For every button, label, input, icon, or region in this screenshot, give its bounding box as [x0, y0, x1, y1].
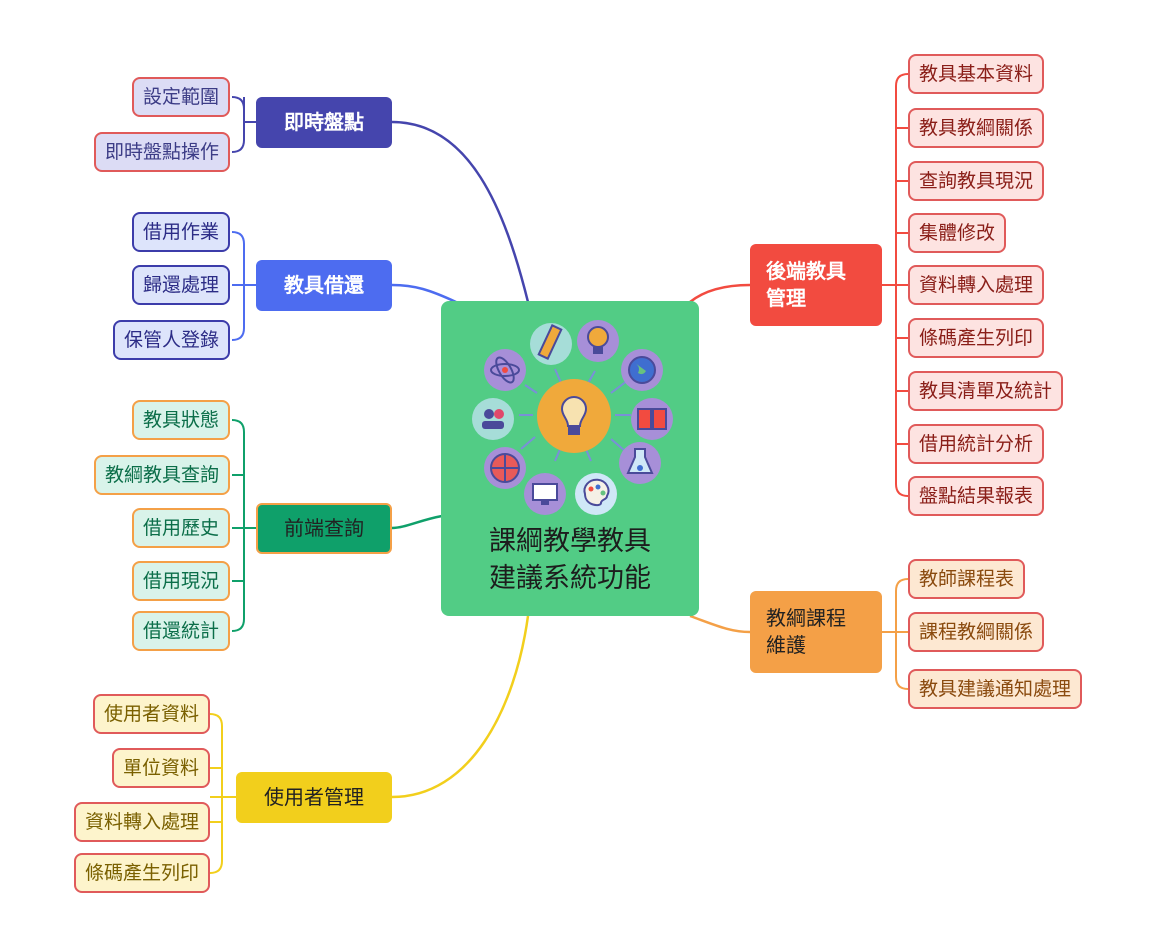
- center-title: 課綱教學教具 建議系統功能: [441, 523, 699, 597]
- branch-curriculum-line2: 維護: [766, 633, 806, 657]
- branch-lending[interactable]: 教具借還: [256, 260, 392, 311]
- flask-icon: [619, 442, 661, 484]
- leaf-backend-9[interactable]: 盤點結果報表: [908, 476, 1045, 516]
- leaf-frontend-5[interactable]: 借還統計: [131, 611, 230, 651]
- palette-icon: [575, 473, 617, 515]
- connector-backend: [689, 283, 751, 303]
- leaf-backend-2[interactable]: 教具教綱關係: [908, 108, 1045, 148]
- leaf-backend-4[interactable]: 集體修改: [908, 213, 1007, 253]
- leaf-backend-3[interactable]: 查詢教具現況: [908, 161, 1045, 201]
- branch-backend[interactable]: 後端教具 管理: [750, 244, 882, 326]
- leaf-backend-7[interactable]: 教具清單及統計: [908, 371, 1064, 411]
- basketball-icon: [484, 447, 526, 489]
- connector-inventory: [391, 120, 530, 303]
- branch-users[interactable]: 使用者管理: [236, 772, 392, 823]
- leaf-frontend-1[interactable]: 教具狀態: [131, 400, 230, 440]
- lightbulb-icon: [577, 320, 619, 362]
- leaf-backend-5[interactable]: 資料轉入處理: [908, 265, 1045, 305]
- leaf-backend-6[interactable]: 條碼產生列印: [908, 318, 1045, 358]
- leaf-curriculum-3[interactable]: 教具建議通知處理: [908, 669, 1083, 709]
- leaf-backend-8[interactable]: 借用統計分析: [908, 424, 1045, 464]
- leaf-users-2[interactable]: 單位資料: [111, 748, 210, 788]
- pencil-icon: [530, 323, 572, 365]
- branch-backend-line2: 管理: [766, 286, 806, 310]
- leaf-curriculum-2[interactable]: 課程教綱關係: [908, 612, 1045, 652]
- center-topic[interactable]: 課綱教學教具 建議系統功能: [441, 301, 699, 616]
- connector-frontend: [391, 514, 443, 530]
- connector-curriculum: [689, 614, 751, 634]
- book-icon: [631, 398, 673, 440]
- leaf-lending-2[interactable]: 歸還處理: [131, 265, 230, 305]
- connector-users: [391, 615, 530, 799]
- branch-curriculum[interactable]: 教綱課程 維護: [750, 591, 882, 673]
- monitor-icon: [524, 473, 566, 515]
- leaf-inventory-1[interactable]: 設定範圍: [131, 77, 230, 117]
- leaf-users-4[interactable]: 條碼產生列印: [73, 853, 210, 893]
- leaf-frontend-2[interactable]: 教綱教具查詢: [93, 455, 230, 495]
- leaf-lending-3[interactable]: 保管人登錄: [112, 320, 230, 360]
- leaf-lending-1[interactable]: 借用作業: [131, 212, 230, 252]
- branch-backend-line1: 後端教具: [766, 259, 846, 283]
- leaf-users-1[interactable]: 使用者資料: [92, 694, 210, 734]
- leaf-frontend-4[interactable]: 借用現況: [131, 561, 230, 601]
- people-icon: [472, 398, 514, 440]
- education-ideas-icon: [472, 320, 673, 515]
- globe-icon: [621, 349, 663, 391]
- leaf-inventory-2[interactable]: 即時盤點操作: [93, 132, 230, 172]
- leaf-frontend-3[interactable]: 借用歷史: [131, 508, 230, 548]
- leaf-users-3[interactable]: 資料轉入處理: [73, 802, 210, 842]
- leaf-curriculum-1[interactable]: 教師課程表: [908, 559, 1026, 599]
- center-title-line1: 課綱教學教具: [489, 526, 651, 557]
- center-title-line2: 建議系統功能: [489, 563, 651, 594]
- branch-inventory[interactable]: 即時盤點: [256, 97, 392, 148]
- connector-lending: [391, 283, 457, 304]
- branch-frontend[interactable]: 前端查詢: [256, 503, 392, 554]
- atom-icon: [484, 349, 526, 391]
- leaf-backend-1[interactable]: 教具基本資料: [908, 54, 1045, 94]
- branch-curriculum-line1: 教綱課程: [766, 606, 846, 630]
